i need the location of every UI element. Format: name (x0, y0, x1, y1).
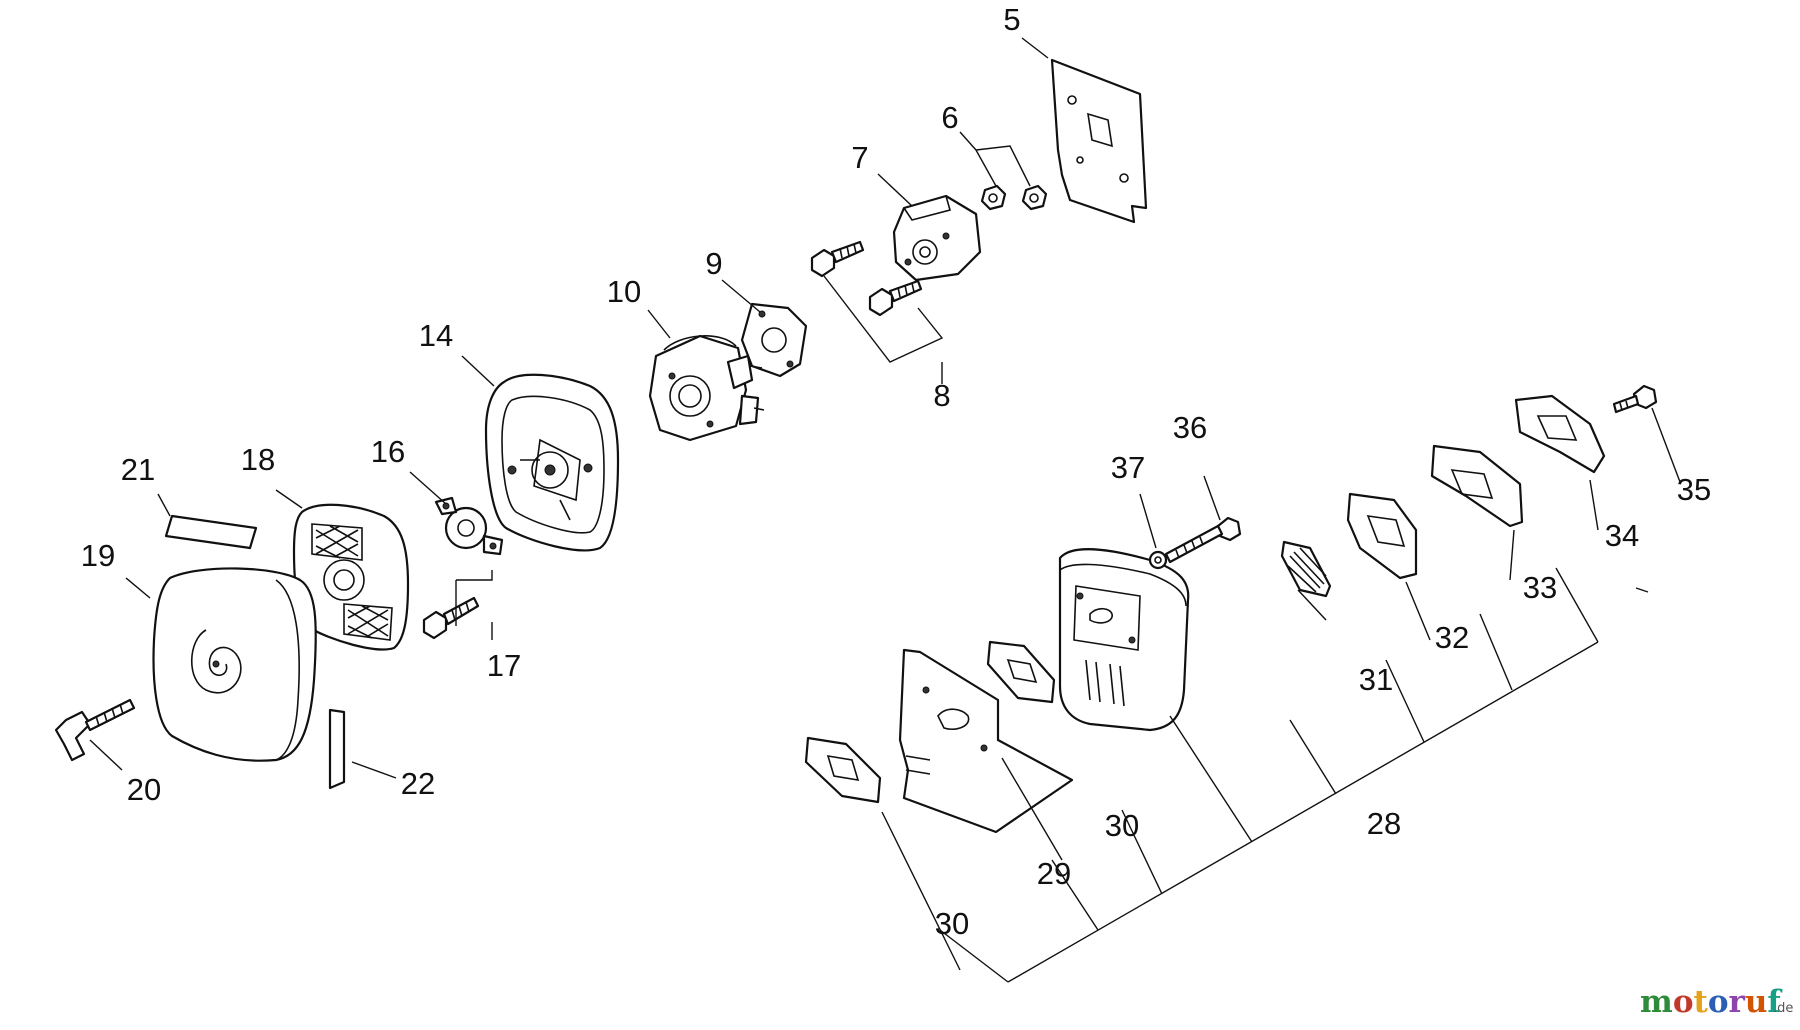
callout-28: 28 (1367, 806, 1401, 841)
callout-7: 7 (851, 140, 868, 175)
part-28-muffler (1058, 548, 1190, 732)
part-34-gasket (1514, 394, 1606, 474)
part-35-screw (1612, 384, 1658, 414)
callout-19: 19 (81, 538, 115, 573)
watermark-letter: f (1767, 984, 1782, 1020)
callout-22: 22 (401, 766, 435, 801)
part-17-screw (422, 596, 480, 640)
part-6-nuts (980, 184, 1048, 211)
callout-10: 10 (607, 274, 641, 309)
watermark-letter: u (1745, 984, 1768, 1020)
callout-32: 32 (1435, 620, 1469, 655)
watermark-letter: m (1640, 984, 1673, 1020)
callout-33: 33 (1523, 570, 1557, 605)
callout-20: 20 (127, 772, 161, 807)
callout-9: 9 (705, 246, 722, 281)
watermark-letter: o (1708, 984, 1729, 1020)
part-19-filter-cover (152, 567, 317, 762)
callout-5: 5 (1003, 2, 1020, 37)
callout-14: 14 (419, 318, 453, 353)
part-31-screen (1280, 540, 1332, 598)
part-37-washer (1148, 550, 1168, 570)
part-32-gasket (1346, 492, 1418, 580)
part-21-label (164, 514, 258, 550)
part-30-gasket-upper (986, 640, 1056, 704)
watermark-logo: motoruf .de (1640, 984, 1793, 1020)
part-36-bolt (1164, 516, 1242, 564)
part-8-bolts (810, 240, 923, 317)
callout-8: 8 (933, 378, 950, 413)
part-29-heat-shield (898, 648, 1074, 834)
part-30-gasket-lower (804, 736, 882, 804)
part-33-cover-plate (1430, 444, 1524, 528)
callout-36: 36 (1173, 410, 1207, 445)
callout-30-upper: 30 (1105, 808, 1139, 843)
callout-16: 16 (371, 434, 405, 469)
callout-34: 34 (1605, 518, 1639, 553)
part-9-carb-gasket (740, 302, 808, 378)
part-10-carburetor (648, 334, 765, 442)
callout-37: 37 (1111, 450, 1145, 485)
part-7-carb-adaptor (892, 194, 982, 282)
callout-labels: 5 6 7 8 9 10 14 16 17 18 19 20 21 22 28 … (81, 2, 1711, 941)
part-16-choke (434, 496, 504, 556)
callout-30-lower: 30 (935, 906, 969, 941)
watermark-text: motoruf (1640, 984, 1782, 1020)
part-22-label (328, 708, 346, 790)
part-5-gasket (1050, 58, 1148, 224)
watermark-suffix: .de (1773, 1001, 1793, 1016)
part-20-wing-bolt (54, 698, 136, 762)
part-18-air-filter (292, 503, 410, 651)
callout-21: 21 (121, 452, 155, 487)
callout-31: 31 (1359, 662, 1393, 697)
watermark-letter: t (1694, 984, 1709, 1020)
callout-29: 29 (1037, 856, 1071, 891)
part-14-air-cleaner-base (484, 373, 620, 552)
watermark-letter: r (1729, 984, 1746, 1020)
callout-18: 18 (241, 442, 275, 477)
watermark-letter: o (1673, 984, 1694, 1020)
callout-6: 6 (941, 100, 958, 135)
callout-35: 35 (1677, 472, 1711, 507)
leader-lines (89, 37, 1681, 983)
callout-17: 17 (487, 648, 521, 683)
